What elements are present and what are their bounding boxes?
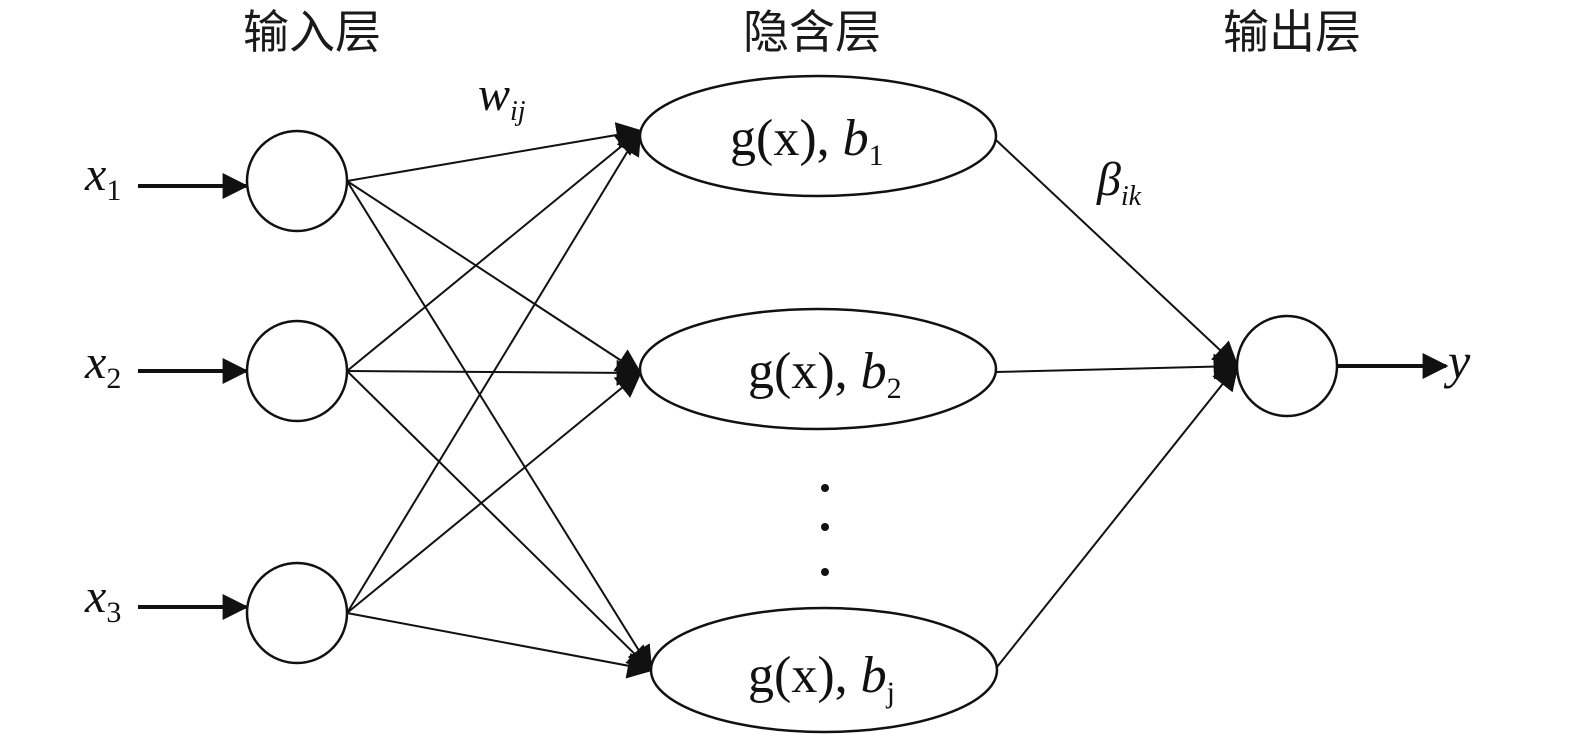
hidden-node-1 bbox=[638, 74, 998, 198]
edge-input1-hidden3 bbox=[346, 180, 653, 673]
ellipsis-dot bbox=[821, 523, 829, 531]
edge-input3-hidden3 bbox=[346, 612, 654, 679]
edge-hidden3-output bbox=[996, 363, 1239, 668]
input-node-2 bbox=[245, 319, 349, 423]
input-node-3 bbox=[245, 561, 349, 665]
edge-input3-hidden1 bbox=[346, 128, 642, 614]
output-label: y bbox=[1443, 333, 1471, 389]
output-layer-title: 输出层 bbox=[1223, 5, 1361, 59]
input-label-3: x3 bbox=[84, 570, 121, 629]
weight-label-beta: βik bbox=[1096, 153, 1142, 212]
edge-input2-hidden3 bbox=[346, 370, 653, 672]
edge-input2-hidden1 bbox=[346, 129, 643, 372]
ellipsis-dot bbox=[821, 568, 829, 576]
hidden-node-j bbox=[649, 606, 999, 734]
hidden-layer-title: 隐含层 bbox=[743, 5, 881, 59]
hidden-ellipsis-dots bbox=[821, 484, 829, 576]
hidden-label-j: g(x), bj bbox=[748, 647, 895, 709]
output-node bbox=[1235, 314, 1339, 418]
connections bbox=[346, 122, 1240, 679]
input-label-1: x1 bbox=[84, 148, 121, 207]
edge-input1-hidden1 bbox=[346, 122, 643, 182]
edge-hidden2-output bbox=[995, 353, 1240, 380]
edge-input1-hidden2 bbox=[346, 180, 643, 375]
input-label-2: x2 bbox=[84, 336, 121, 395]
hidden-node-2 bbox=[638, 307, 998, 431]
weight-label-w: wij bbox=[478, 68, 526, 127]
hidden-label-1: g(x), b1 bbox=[730, 110, 884, 172]
hidden-label-2: g(x), b2 bbox=[748, 343, 902, 405]
input-node-1 bbox=[245, 129, 349, 233]
ellipsis-dot bbox=[821, 484, 829, 492]
edge-hidden1-output bbox=[995, 139, 1239, 368]
edge-input3-hidden2 bbox=[346, 371, 643, 614]
input-layer-title: 输入层 bbox=[243, 5, 381, 59]
